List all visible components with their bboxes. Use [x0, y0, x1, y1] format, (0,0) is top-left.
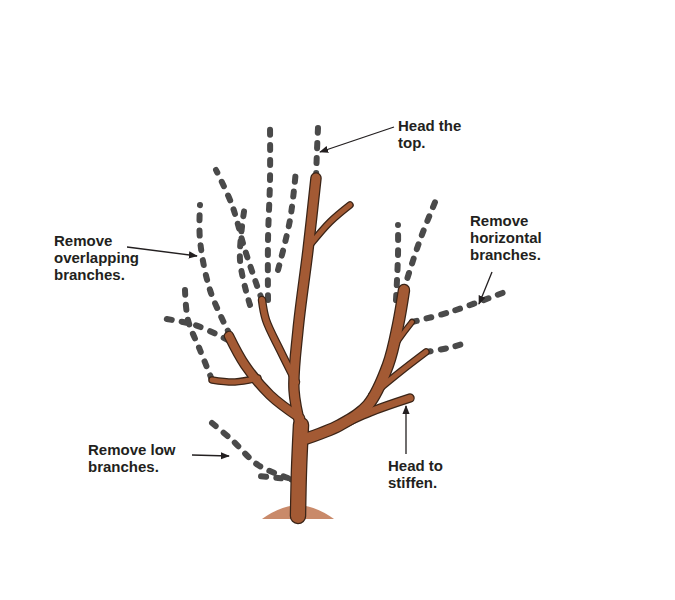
pruned-branches [160, 125, 505, 480]
leader-line [320, 127, 394, 152]
branch-outline [212, 378, 258, 382]
pruned-branch [412, 292, 505, 322]
branch [390, 322, 412, 352]
callout-label: Remove low branches. [88, 441, 186, 475]
branch [294, 178, 316, 428]
leader-line [192, 455, 229, 456]
leader-line [479, 272, 492, 304]
branch-outline [262, 300, 296, 382]
branch [262, 300, 296, 382]
pruned-branch [403, 195, 438, 292]
branch [212, 378, 258, 382]
pruned-branch [396, 225, 398, 300]
callout-label: Remove horizontal branches. [470, 212, 556, 263]
branch [229, 336, 300, 418]
pruned-branch [316, 128, 318, 178]
branch [372, 352, 426, 395]
branch [330, 398, 410, 430]
pruned-branch [426, 343, 466, 352]
leader-line [405, 406, 406, 454]
pruned-branch [258, 476, 296, 480]
branch-outline [294, 178, 316, 428]
leader-lines [127, 127, 492, 456]
pruned-branch [216, 170, 262, 300]
callout-label: Head to stiffen. [388, 457, 460, 491]
pruned-branch [212, 423, 288, 478]
pruned-branch [278, 170, 296, 270]
callout-label: Remove overlapping branches. [54, 232, 150, 283]
branch [310, 205, 350, 245]
pruned-branch [185, 290, 212, 380]
pruned-branch [199, 205, 230, 335]
callout-label: Head the top. [398, 117, 470, 151]
pruned-branch [268, 125, 270, 300]
pruned-branch [240, 205, 250, 305]
